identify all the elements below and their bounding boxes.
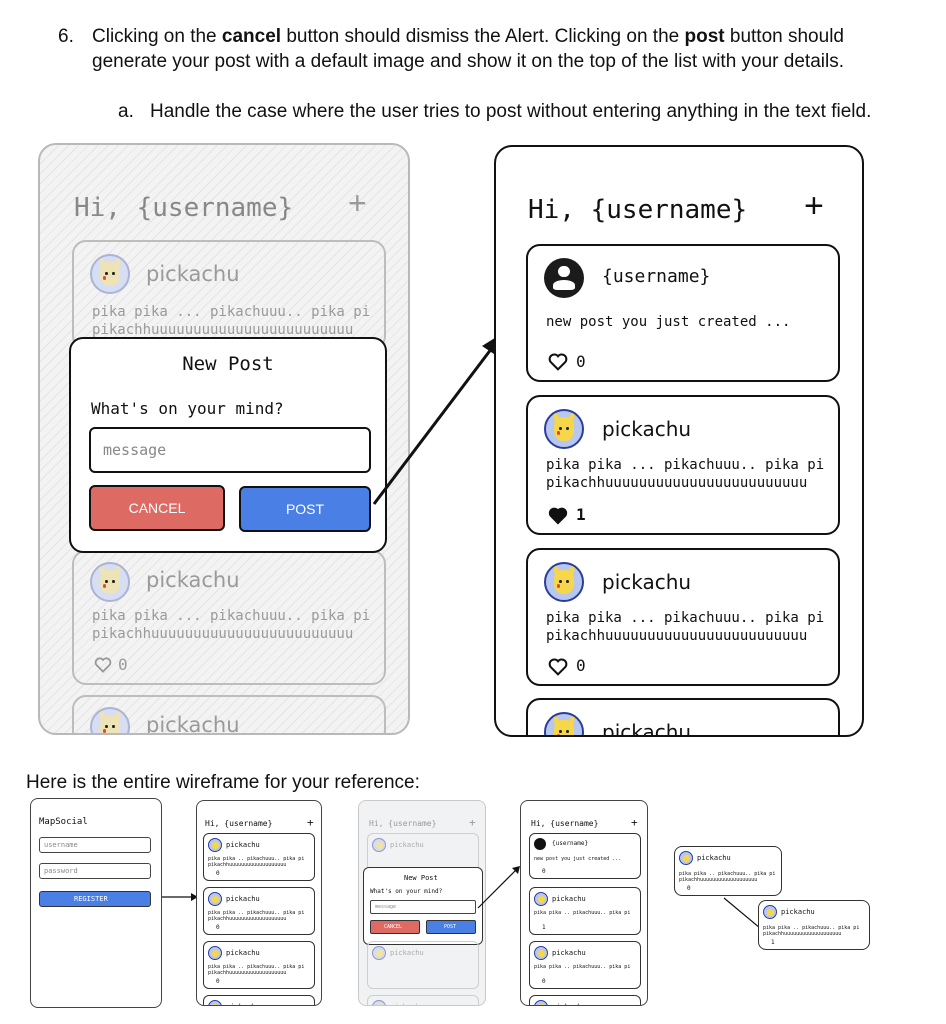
mini-register-button[interactable]: REGISTER bbox=[39, 891, 151, 907]
right-card-1-text-1: pika pika ... pikachuuu.. pika pi bbox=[546, 457, 825, 473]
pikachu-avatar-icon bbox=[544, 712, 584, 735]
left-card-2[interactable]: pickachu pika pika ... pikachuuu.. pika … bbox=[72, 550, 386, 685]
left-card-3[interactable]: pickachu bbox=[72, 695, 386, 735]
pikachu-avatar-icon bbox=[90, 562, 130, 602]
right-card-3-name: pickachu bbox=[602, 720, 692, 737]
item-6-post-word: post bbox=[684, 26, 725, 47]
right-card-1-likes: 1 bbox=[576, 505, 586, 524]
heart-outline-icon[interactable] bbox=[94, 657, 112, 673]
message-input[interactable]: message bbox=[89, 427, 371, 473]
mini-dialog-box: New Post What's on your mind? message CA… bbox=[363, 867, 483, 945]
mini-feed-plus-icon[interactable]: + bbox=[307, 816, 314, 829]
left-header-title: Hi, {username} bbox=[74, 193, 294, 223]
mini-feed-header: Hi, {username} bbox=[205, 819, 273, 828]
mini-feed-screen: Hi, {username} + pickachu pika pika .. p… bbox=[196, 800, 322, 1006]
left-card-2-likes: 0 bbox=[118, 655, 128, 674]
heart-filled-icon[interactable] bbox=[548, 507, 568, 525]
new-post-text: new post you just created ... bbox=[546, 314, 791, 330]
left-card-1-text-2: pikachhuuuuuuuuuuuuuuuuuuuuuuuu bbox=[92, 322, 354, 338]
mini-username-field[interactable]: username bbox=[39, 837, 151, 853]
right-card-2[interactable]: pickachu pika pika ... pikachuuu.. pika … bbox=[526, 548, 840, 686]
right-card-2-text-1: pika pika ... pikachuuu.. pika pi bbox=[546, 610, 825, 626]
right-card-2-text-2: pikachhuuuuuuuuuuuuuuuuuuuuuuuu bbox=[546, 628, 808, 644]
mini-cancel-button[interactable]: CANCEL bbox=[370, 920, 420, 934]
right-card-2-name: pickachu bbox=[602, 570, 692, 594]
left-card-2-text-1: pika pika ... pikachuuu.. pika pi bbox=[92, 608, 371, 624]
pikachu-avatar-icon bbox=[544, 562, 584, 602]
left-plus-icon[interactable]: + bbox=[348, 185, 367, 221]
new-post-likes: 0 bbox=[576, 352, 586, 371]
arrow-icon bbox=[477, 866, 520, 909]
pikachu-avatar-icon bbox=[90, 254, 130, 294]
right-card-1[interactable]: pickachu pika pika ... pikachuuu.. pika … bbox=[526, 395, 840, 535]
pikachu-avatar-icon bbox=[90, 707, 130, 733]
arrow-icon bbox=[162, 893, 198, 901]
left-card-1-text-1: pika pika ... pikachuuu.. pika pi bbox=[92, 304, 371, 320]
mini-after-screen: Hi, {username} + {username} new post you… bbox=[520, 800, 648, 1006]
heart-outline-icon[interactable] bbox=[548, 353, 568, 371]
pikachu-avatar-icon bbox=[544, 409, 584, 449]
left-card-1[interactable]: pickachu pika pika ... pikachuuu.. pika … bbox=[72, 240, 386, 350]
item-6-text-e: button should bbox=[724, 26, 844, 47]
new-post-username: {username} bbox=[602, 266, 711, 287]
mini-password-field[interactable]: password bbox=[39, 863, 151, 879]
arrow-icon bbox=[372, 336, 500, 505]
mini-detail-card-1[interactable]: pickachu pika pika .. pikachuuu.. pika p… bbox=[674, 846, 782, 896]
dialog-title: New Post bbox=[182, 353, 274, 375]
item-a-marker: a. bbox=[118, 101, 134, 122]
item-6-number: 6. bbox=[58, 26, 74, 47]
right-card-2-likes: 0 bbox=[576, 656, 586, 675]
left-card-2-name: pickachu bbox=[146, 568, 240, 592]
item-6-text-c: button should dismiss the Alert. Clickin… bbox=[281, 26, 685, 47]
dialog-prompt: What's on your mind? bbox=[91, 399, 284, 418]
right-card-1-text-2: pikachhuuuuuuuuuuuuuuuuuuuuuuuu bbox=[546, 475, 808, 491]
right-screen: Hi, {username} + {username} new post you… bbox=[494, 145, 864, 737]
right-card-3[interactable]: pickachu bbox=[526, 698, 840, 737]
item-6-line-2: generate your post with a default image … bbox=[92, 51, 844, 72]
new-post-dialog: New Post What's on your mind? message CA… bbox=[69, 337, 387, 553]
user-avatar-icon bbox=[544, 258, 584, 298]
new-post-card[interactable]: {username} new post you just created ...… bbox=[526, 244, 840, 382]
item-a-text: Handle the case where the user tries to … bbox=[150, 101, 872, 122]
heart-outline-icon[interactable] bbox=[548, 658, 568, 676]
right-card-1-name: pickachu bbox=[602, 417, 692, 441]
message-placeholder: message bbox=[103, 441, 167, 459]
reference-caption: Here is the entire wireframe for your re… bbox=[26, 772, 420, 793]
cancel-button[interactable]: CANCEL bbox=[89, 485, 225, 531]
mini-post-button[interactable]: POST bbox=[426, 920, 476, 934]
right-header-title: Hi, {username} bbox=[528, 195, 748, 225]
mini-dialog-screen: Hi, {username} + pickachu New Post What'… bbox=[358, 800, 486, 1006]
mini-login-title: MapSocial bbox=[39, 817, 88, 827]
item-6-cancel-word: cancel bbox=[221, 26, 282, 47]
plus-icon[interactable]: + bbox=[804, 187, 824, 225]
item-6-text-a: Clicking on the bbox=[92, 26, 222, 47]
mini-detail-card-2[interactable]: pickachu pika pika .. pikachuuu.. pika p… bbox=[758, 900, 870, 950]
item-6-line-1: Clicking on the cancel button should dis… bbox=[92, 24, 844, 49]
left-card-2-text-2: pikachhuuuuuuuuuuuuuuuuuuuuuuuu bbox=[92, 626, 354, 642]
mini-login-screen: MapSocial username password REGISTER bbox=[30, 798, 162, 1008]
left-card-1-name: pickachu bbox=[146, 262, 240, 286]
left-card-3-name: pickachu bbox=[146, 713, 240, 735]
post-button[interactable]: POST bbox=[239, 486, 371, 532]
